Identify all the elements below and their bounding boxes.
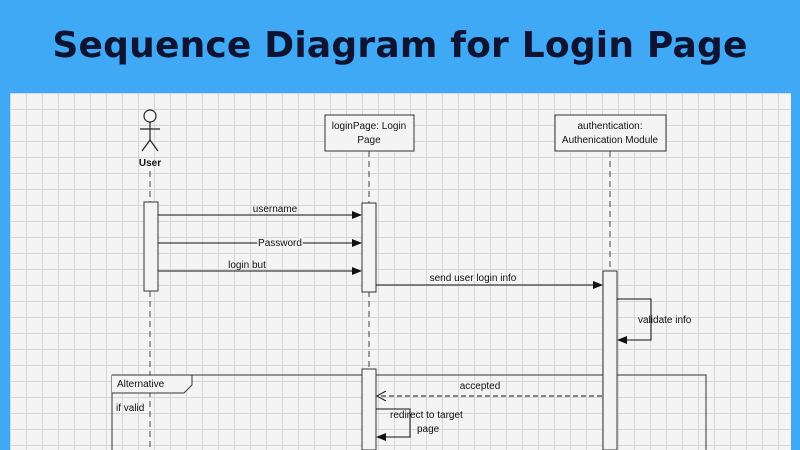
redirect-self-message-arrow — [376, 408, 411, 441]
send-login-info-message-label: send user login info — [430, 273, 517, 284]
validate-info-self-message-arrow — [617, 298, 652, 344]
redirect-message-label-line2: page — [417, 424, 440, 435]
username-message-label: username — [253, 204, 298, 215]
fragment-operator-tab — [112, 374, 193, 394]
auth-module-lifeline-box — [554, 114, 667, 152]
user-activation-bar — [143, 201, 159, 292]
login-page-label-line1: loginPage: Login — [332, 121, 407, 132]
lifelines — [149, 151, 611, 450]
title-banner: Sequence Diagram for Login Page — [0, 0, 800, 90]
alternative-fragment — [111, 374, 707, 450]
login-page-label-line2: Page — [357, 135, 381, 146]
redirect-message-label-line1: redirect to target — [390, 410, 463, 421]
auth-module-label-line2: Authenication Module — [562, 135, 659, 146]
login-page-activation-bar — [361, 202, 377, 293]
accepted-message-label: accepted — [460, 381, 501, 392]
user-actor-label: User — [139, 158, 161, 169]
validate-info-message-label: validate info — [638, 315, 692, 326]
user-actor-icon — [140, 109, 160, 152]
fragment-guard-label: if valid — [116, 403, 144, 414]
sequence-diagram: User loginPage: Login Page authenticatio… — [111, 109, 707, 450]
login-page-activation-bar-2 — [361, 368, 377, 450]
page-title: Sequence Diagram for Login Page — [52, 24, 748, 66]
fragment-operator-label: Alternative — [117, 379, 165, 390]
login-button-message-label: login but — [228, 260, 266, 271]
auth-activation-bar — [602, 270, 618, 450]
login-page-lifeline-box — [324, 114, 415, 152]
diagram-canvas: User loginPage: Login Page authenticatio… — [10, 93, 791, 450]
auth-module-label-line1: authentication: — [577, 121, 642, 132]
password-message-label: Password — [258, 238, 302, 249]
